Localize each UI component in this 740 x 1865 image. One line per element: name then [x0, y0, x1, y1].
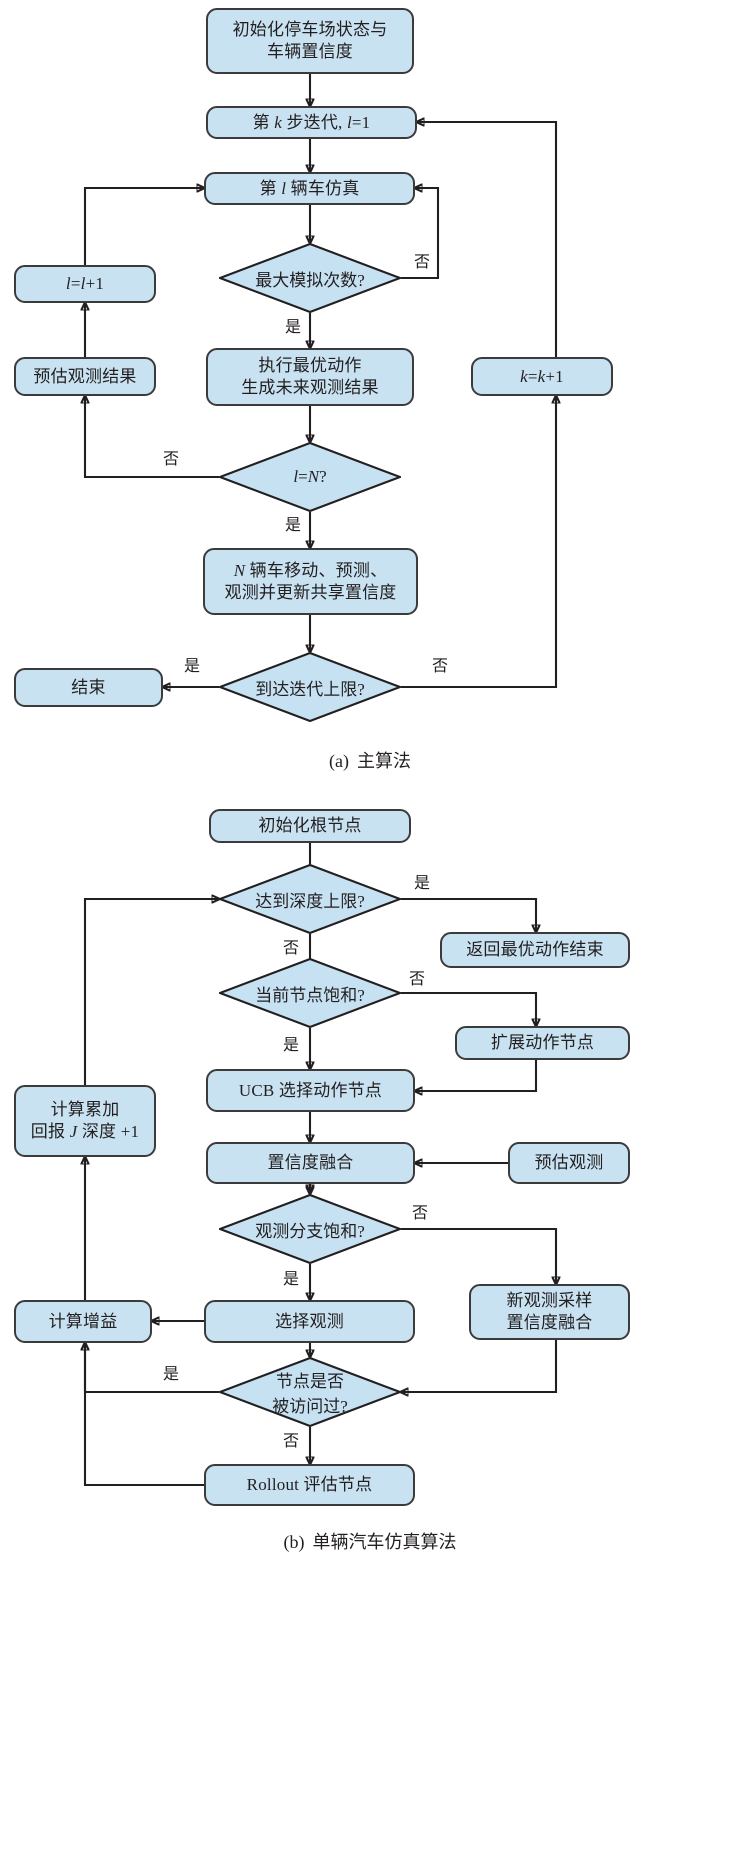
node-select-observation[interactable]: 选择观测 [204, 1300, 415, 1343]
decision-outline [219, 958, 401, 1028]
wire-visited-yes-to-gain [85, 1343, 219, 1394]
node-label: 初始化根节点 [258, 816, 362, 836]
node-l-increment[interactable]: l=l+1 [14, 265, 156, 303]
wire-obssat-no [401, 1227, 556, 1284]
node-label: UCB 选择动作节点 [238, 1080, 383, 1100]
node-label: 新观测采样 置信度融合 [506, 1291, 593, 1332]
node-label: N 辆车移动、预测、观测并更新共享置信度 [224, 560, 397, 602]
decision-outline [219, 243, 401, 313]
caption-index: (b) [283, 1532, 305, 1552]
node-estimate-observation-result[interactable]: 预估观测结果 [14, 357, 156, 396]
node-label: Rollout 评估节点 [246, 1475, 373, 1495]
edge-label-depth-yes: 是 [414, 875, 431, 892]
decision-reach-iteration-limit[interactable]: 到达迭代上限? [219, 652, 401, 722]
wire-kinc-to-iterk [417, 122, 558, 357]
decision-outline [219, 652, 401, 722]
caption-text: 主算法 [356, 751, 411, 771]
node-ucb-select-action-node[interactable]: UCB 选择动作节点 [206, 1069, 415, 1112]
edge-label-depth-no: 否 [283, 940, 300, 957]
wire-reach-no-to-kinc [401, 396, 556, 689]
edge-label-visited-yes: 是 [163, 1366, 180, 1383]
node-expand-action-node[interactable]: 扩展动作节点 [455, 1026, 630, 1060]
node-n-vehicles-move-predict[interactable]: N 辆车移动、预测、观测并更新共享置信度 [203, 548, 418, 615]
decision-outline [219, 864, 401, 934]
node-end[interactable]: 结束 [14, 668, 163, 707]
caption-text: 单辆汽车仿真算法 [312, 1532, 457, 1552]
edge-label-maxsim-yes: 是 [285, 319, 302, 336]
wire-maxsim-no-loop [401, 188, 440, 280]
decision-label: 最大模拟次数? [255, 270, 365, 290]
wire-rollout-to-gain [85, 1343, 204, 1487]
node-label: 计算增益 [48, 1311, 118, 1331]
decision-depth-limit[interactable]: 达到深度上限? [219, 864, 401, 934]
node-return-best-action-end[interactable]: 返回最优动作结束 [440, 932, 630, 968]
edge-label-obssat-yes: 是 [283, 1271, 300, 1288]
node-label: 选择观测 [275, 1311, 344, 1331]
node-label: 第 l 辆车仿真 [259, 178, 360, 198]
decision-label: 当前节点饱和? [255, 985, 365, 1005]
node-label: 初始化停车场状态与 车辆置信度 [232, 20, 388, 61]
edge-label-reach-yes: 是 [184, 658, 201, 675]
node-rollout-evaluate[interactable]: Rollout 评估节点 [204, 1464, 415, 1506]
wire-newobs-to-visited [401, 1340, 558, 1392]
node-label: 执行最优动作 生成未来观测结果 [241, 356, 379, 397]
node-label: 返回最优动作结束 [466, 940, 604, 960]
edge-label-leqn-no: 否 [163, 451, 180, 468]
edge-label-maxsim-no: 否 [414, 254, 431, 271]
edge-label-nodesat-no: 否 [409, 971, 426, 988]
decision-node-visited[interactable]: 节点是否 被访问过? [219, 1357, 401, 1427]
decision-label: 观测分支饱和? [255, 1221, 365, 1241]
caption-index: (a) [329, 751, 349, 771]
node-new-observation-sampling[interactable]: 新观测采样 置信度融合 [469, 1284, 630, 1340]
node-label: 扩展动作节点 [490, 1033, 595, 1053]
node-simulate-vehicle-l[interactable]: 第 l 辆车仿真 [204, 172, 415, 205]
node-label: 预估观测 [534, 1153, 604, 1173]
decision-outline [219, 1357, 401, 1427]
decision-outline [219, 442, 401, 512]
node-init-root-node[interactable]: 初始化根节点 [209, 809, 411, 843]
node-execute-best-action[interactable]: 执行最优动作 生成未来观测结果 [206, 348, 414, 406]
wire-depth-yes [401, 897, 536, 932]
node-label: 置信度融合 [267, 1153, 354, 1173]
node-label: 预估观测结果 [33, 366, 137, 386]
node-belief-fusion[interactable]: 置信度融合 [206, 1142, 415, 1184]
edge-label-obssat-no: 否 [412, 1205, 429, 1222]
node-label: 计算累加回报 J 深度 +1 [30, 1100, 140, 1141]
wire-expand-to-ucb [415, 1060, 538, 1091]
edge-label-leqn-yes: 是 [285, 517, 302, 534]
wire-reward-to-depth [83, 899, 219, 1085]
decision-l-equals-n[interactable]: l=N ? [219, 442, 401, 512]
decision-label: l=N ? [293, 467, 327, 486]
node-k-increment[interactable]: k=k+1 [471, 357, 613, 396]
caption-panel-b: (b) 单辆汽车仿真算法 [0, 1528, 740, 1554]
caption-panel-a: (a) 主算法 [0, 747, 740, 773]
edge-label-visited-no: 否 [283, 1433, 300, 1450]
wire-nodesat-no [401, 991, 536, 1026]
decision-label: 到达迭代上限? [255, 679, 365, 699]
node-label: k=k+1 [520, 366, 564, 386]
decision-label: 达到深度上限? [255, 891, 365, 911]
decision-current-node-saturated[interactable]: 当前节点饱和? [219, 958, 401, 1028]
decision-observation-branch-saturated[interactable]: 观测分支饱和? [219, 1194, 401, 1264]
edge-label-nodesat-yes: 是 [283, 1037, 300, 1054]
node-iteration-k[interactable]: 第 k 步迭代, l=1 [206, 106, 417, 139]
decision-outline [219, 1194, 401, 1264]
decision-max-simulations[interactable]: 最大模拟次数? [219, 243, 401, 313]
wire-linc-to-siml [83, 188, 204, 265]
node-calculate-gain[interactable]: 计算增益 [14, 1300, 152, 1343]
node-calc-cumulative-reward[interactable]: 计算累加回报 J 深度 +1 [14, 1085, 156, 1157]
node-init-parking-state[interactable]: 初始化停车场状态与 车辆置信度 [206, 8, 414, 74]
node-label: l=l+1 [65, 274, 105, 294]
node-label: 结束 [71, 677, 106, 697]
wire-leqn-no-to-estobs [85, 396, 219, 479]
edge-label-reach-no: 否 [432, 658, 449, 675]
node-label: 第 k 步迭代, l=1 [252, 112, 371, 132]
decision-label: 节点是否 被访问过? [272, 1372, 348, 1416]
node-estimate-observation[interactable]: 预估观测 [508, 1142, 630, 1184]
